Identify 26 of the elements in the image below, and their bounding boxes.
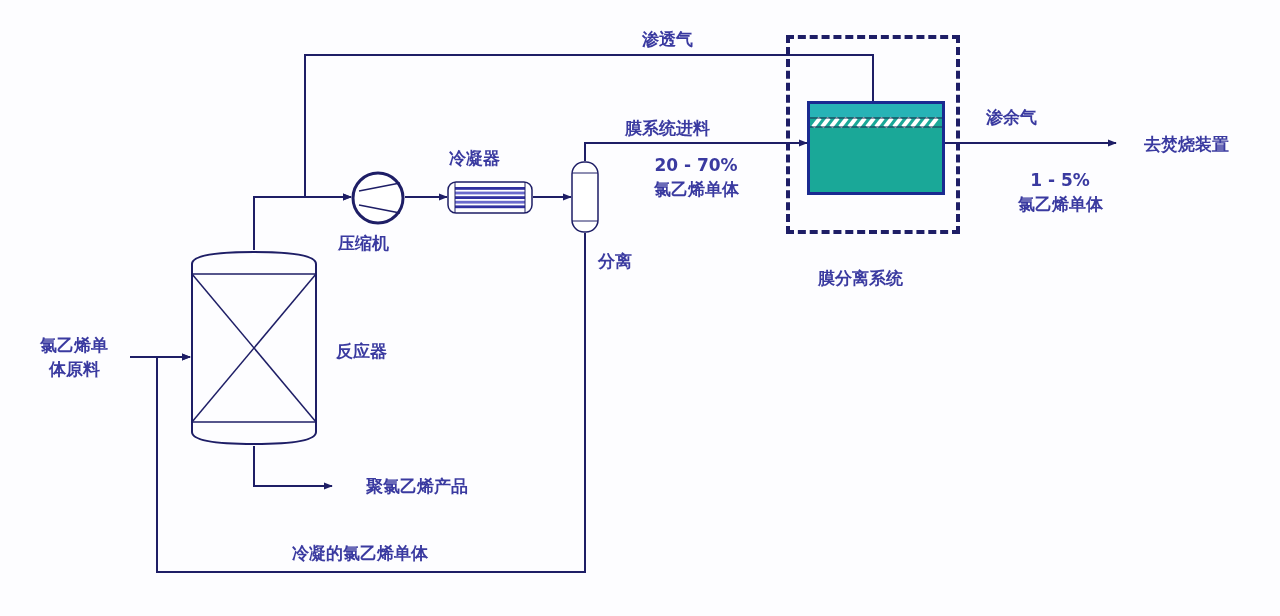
edge-label: 渗透气 (640, 28, 695, 50)
equipment-label: 反应器 (336, 340, 387, 362)
concentration-label: 20 - 70% 氯乙烯单体 (652, 154, 740, 201)
flow-arrow (304, 54, 874, 201)
flow-arrow (584, 139, 808, 162)
reactor-drawing (190, 250, 318, 446)
flow-arrow (253, 445, 333, 490)
equipment-label: 分离 (598, 250, 632, 272)
product-label: 聚氯乙烯产品 (332, 474, 502, 498)
flow-arrow (532, 193, 572, 201)
equipment-label: 压缩机 (338, 232, 389, 254)
flow-arrow (404, 193, 448, 201)
separator-drawing (571, 161, 599, 233)
concentration-label: 1 - 5% 氯乙烯单体 (1016, 169, 1104, 216)
feed-label: 氯乙烯单体原料 (18, 333, 130, 381)
flow-arrow (156, 232, 586, 573)
compressor-drawing (351, 171, 405, 225)
condenser-drawing (447, 181, 533, 214)
membrane-module-drawing (807, 101, 945, 195)
system-caption: 膜分离系统 (818, 267, 903, 289)
edge-label: 渗余气 (984, 106, 1039, 128)
outlet-label: 去焚烧装置 (1116, 132, 1256, 156)
edge-label: 冷凝的氯乙烯单体 (290, 542, 430, 564)
flow-arrow (944, 139, 1117, 147)
equipment-label: 冷凝器 (449, 147, 500, 169)
edge-label: 膜系统进料 (623, 117, 712, 139)
